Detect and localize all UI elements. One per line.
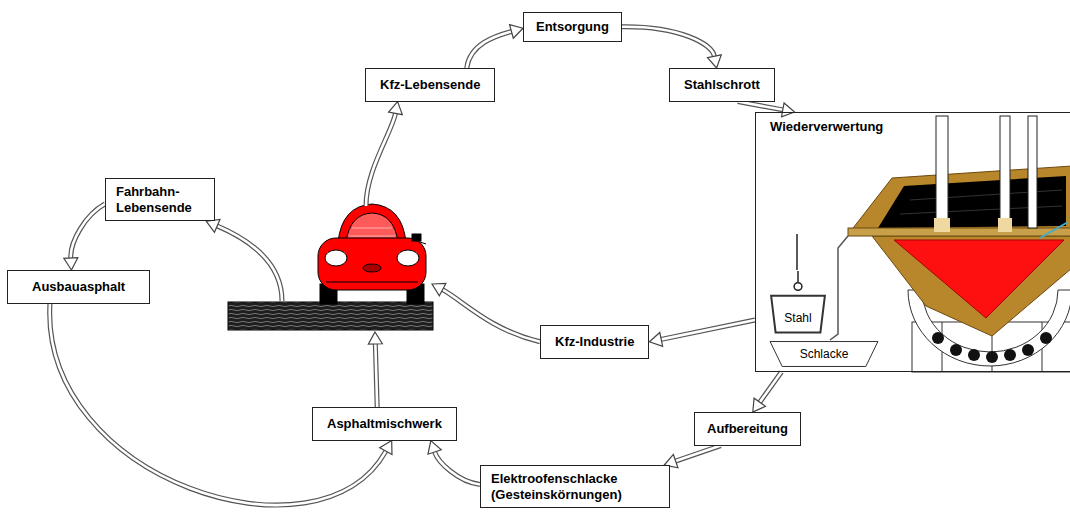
node-text: Kfz-Lebensende xyxy=(380,77,480,93)
process-box: Elektroofenschlacke (Gesteinskörnungen) xyxy=(480,465,670,508)
ladle-shape: Stahl xyxy=(770,271,826,333)
cycle-arrow xyxy=(366,102,402,206)
car xyxy=(318,204,426,304)
process-box: Entsorgung xyxy=(523,12,622,42)
cycle-arrow xyxy=(206,219,282,301)
process-box: Kfz-Lebensende xyxy=(365,68,495,102)
process-box: Asphaltmischwerk xyxy=(312,407,457,441)
node-text: Entsorgung xyxy=(536,19,609,35)
process-box: Fahrbahn- Lebensende xyxy=(105,178,215,221)
cycle-arrow xyxy=(368,332,382,407)
node-text: Ausbauasphalt xyxy=(32,279,125,295)
flow-arrow xyxy=(64,204,105,270)
node-text: Stahlschrott xyxy=(684,77,760,93)
node-text: Aufbereitung xyxy=(707,421,788,437)
node-text: Wiederverwertung xyxy=(770,119,1070,135)
flow-arrow xyxy=(753,372,782,412)
process-box: WiederverwertungStahlSchlacke xyxy=(755,112,1070,372)
flow-arrow xyxy=(738,102,795,117)
slag-tray: Schlacke xyxy=(769,341,879,367)
process-box: Aufbereitung xyxy=(694,412,801,446)
node-text: Kfz-Industrie xyxy=(555,334,634,350)
node-text: Schlacke xyxy=(800,347,849,361)
flow-arrow xyxy=(664,446,720,468)
road xyxy=(228,302,433,330)
flow-arrow xyxy=(467,25,523,68)
electric-arc-furnace xyxy=(797,116,1070,372)
node-text: Elektroofenschlacke (Gesteinskörnungen) xyxy=(491,471,659,502)
flow-arrow xyxy=(622,27,721,68)
process-box: Kfz-Industrie xyxy=(540,325,649,359)
node-text: Stahl xyxy=(784,311,811,325)
process-box: Stahlschrott xyxy=(669,68,775,102)
flow-arrow xyxy=(50,304,392,506)
node-text: Fahrbahn- Lebensende xyxy=(116,184,204,215)
cycle-arrow xyxy=(432,283,540,341)
flow-arrow xyxy=(428,441,480,485)
process-box: Ausbauasphalt xyxy=(7,270,150,304)
node-text: Asphaltmischwerk xyxy=(327,416,442,432)
flow-arrow xyxy=(649,320,755,346)
